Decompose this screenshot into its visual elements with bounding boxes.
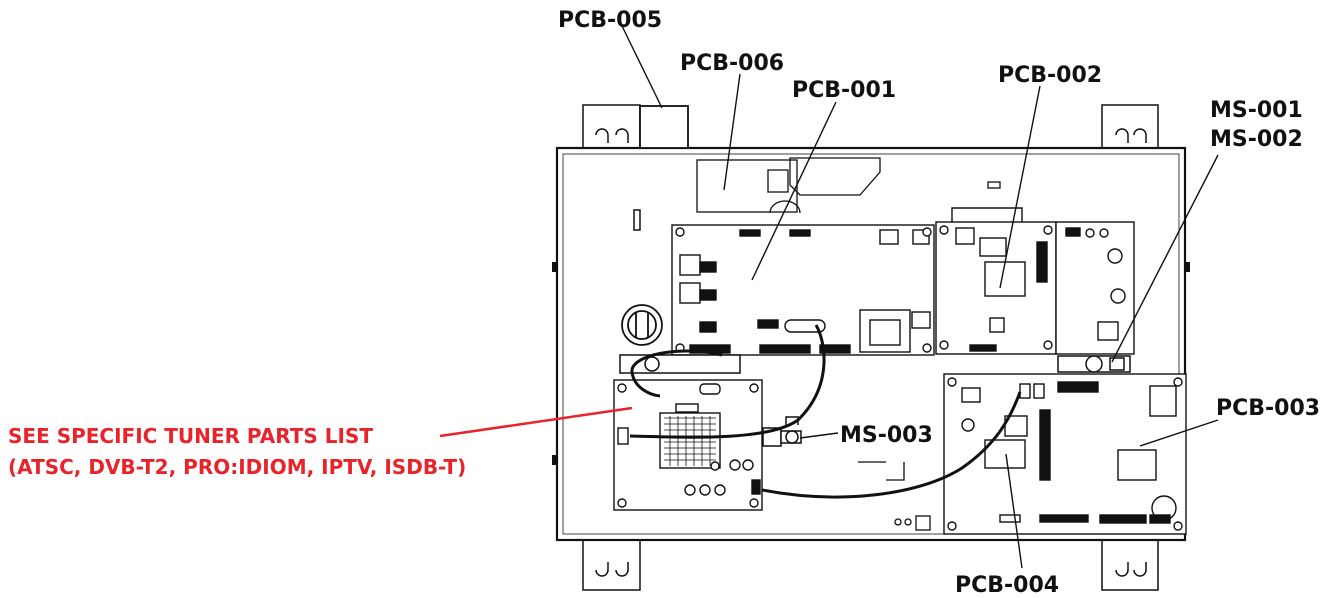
tuner-note-line-2: (ATSC, DVB-T2, PRO:IDIOM, IPTV, ISDB-T): [8, 455, 466, 479]
label-pcb-006: PCB-006: [680, 51, 784, 76]
pcb-006-board: [696, 157, 881, 214]
pcb-004-module: [961, 383, 1089, 523]
cables: [629, 324, 1022, 499]
bottom-connector: [894, 515, 931, 531]
side-bump-left: [552, 262, 557, 272]
label-ms-001: MS-001: [1210, 98, 1303, 123]
side-bump-right: [1185, 262, 1190, 272]
tuner-note-line-1: SEE SPECIFIC TUNER PARTS LIST: [8, 424, 373, 448]
label-ms-002: MS-002: [1210, 127, 1303, 152]
tuner-leader-line: [439, 406, 633, 438]
ms-001-bracket: [1057, 355, 1131, 373]
label-pcb-004: PCB-004: [955, 573, 1059, 598]
label-pcb-002: PCB-002: [998, 63, 1102, 88]
mounting-tab-bottom-right: [1101, 540, 1159, 591]
standoff-screw: [644, 356, 660, 372]
side-bump-left-lower: [552, 455, 557, 465]
small-chip-top: [987, 181, 1001, 189]
pcb-005-block: [639, 105, 689, 149]
tuner-board: [613, 379, 763, 511]
leader-lines: [621, 25, 1219, 569]
label-pcb-001: PCB-001: [792, 78, 896, 103]
bracket-mark: [858, 461, 905, 481]
mounting-tab-top-right: [1101, 104, 1159, 148]
label-pcb-005: PCB-005: [558, 8, 662, 33]
small-component-left: [633, 209, 641, 231]
label-pcb-003: PCB-003: [1216, 396, 1320, 421]
pcb-001-board: [671, 224, 935, 356]
chassis-inner-edge: [562, 153, 1180, 535]
mounting-tab-bottom-left: [582, 540, 641, 591]
label-ms-003: MS-003: [840, 423, 933, 448]
tuner-standoff-bar: [619, 354, 741, 374]
mounting-tab-top-left: [582, 104, 641, 148]
pcb-002-board: [935, 207, 1135, 355]
battery-holder: [621, 304, 663, 346]
